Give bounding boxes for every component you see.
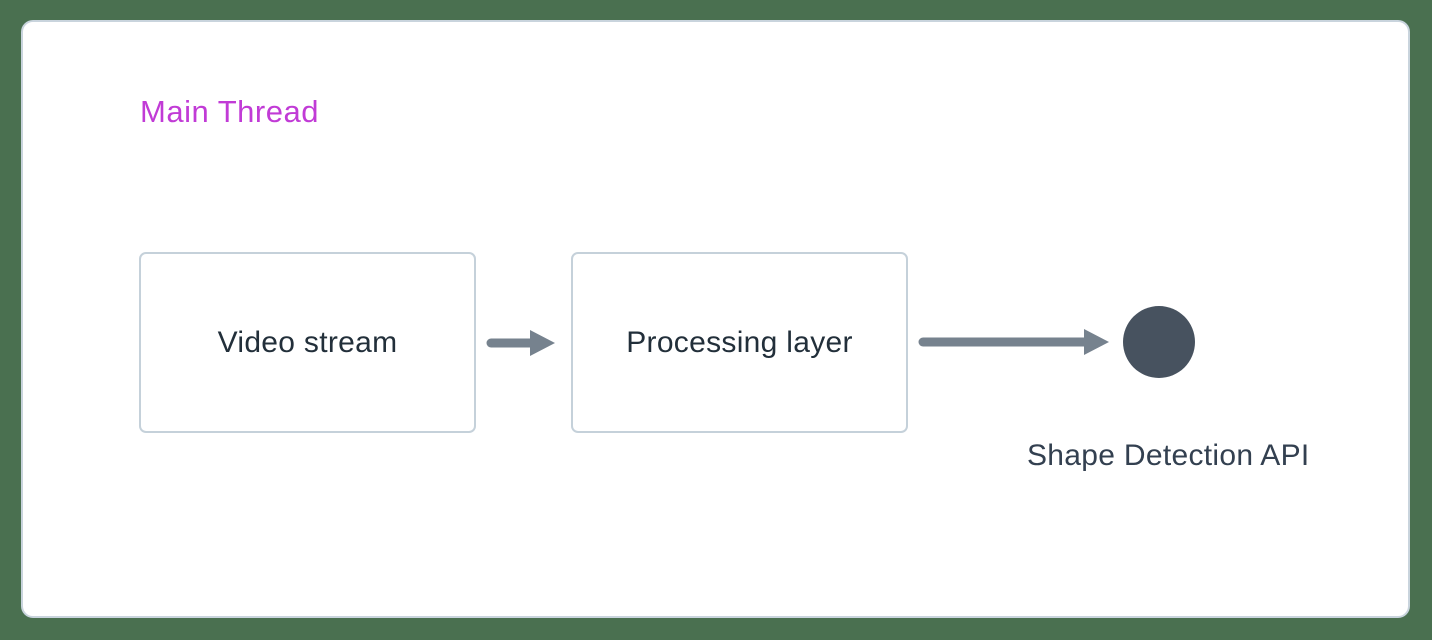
- flow-arrow-icon: [486, 330, 555, 356]
- flow-arrow-icon: [918, 329, 1109, 355]
- shape-detection-api-label: Shape Detection API: [1027, 439, 1310, 472]
- main-thread-label: Main Thread: [140, 94, 319, 129]
- node-processing-layer-label: Processing layer: [626, 325, 853, 359]
- node-video-stream: Video stream: [139, 252, 476, 433]
- node-video-stream-label: Video stream: [217, 325, 398, 359]
- main-thread-card: Main Thread Video stream Processing laye…: [21, 20, 1410, 618]
- node-processing-layer: Processing layer: [571, 252, 908, 433]
- shape-detection-api-circle: [1123, 306, 1195, 378]
